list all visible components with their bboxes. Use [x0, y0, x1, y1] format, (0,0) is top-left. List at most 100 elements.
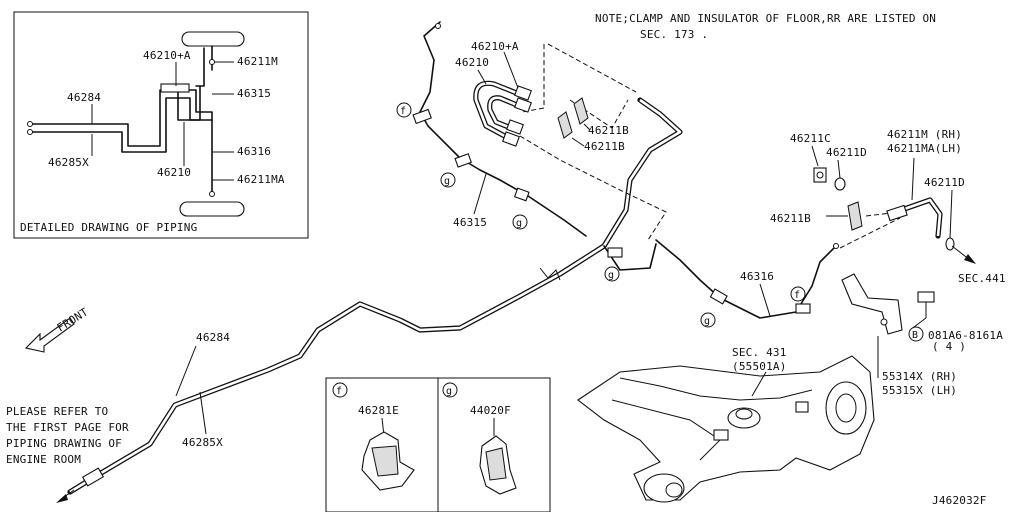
callout-g-4-text: g — [704, 316, 710, 327]
callout-f-1 — [396, 102, 412, 118]
label-55314x: 55314X (RH) — [882, 370, 957, 383]
u-pipe-inner-2 — [488, 96, 525, 132]
inset-end-2 — [27, 129, 33, 135]
callout-g-3 — [604, 266, 620, 282]
bracket-46211b-1 — [557, 111, 573, 139]
label-46211b-3: 46211B — [770, 212, 811, 225]
label-46211b-2: 46211B — [584, 140, 625, 153]
refer-line-3: PIPING DRAWING OF — [6, 437, 122, 450]
bolt-46211c-head — [816, 171, 824, 179]
member-body — [577, 355, 875, 501]
leader-sec431 — [751, 371, 767, 397]
bolt-spec-line-1: 081A6-8161A — [928, 329, 1003, 342]
label-46210: 46210 — [455, 56, 489, 69]
lower-branch — [603, 239, 839, 319]
label-46211ma-lh: 46211MA(LH) — [887, 142, 962, 155]
clip-mid — [513, 187, 530, 202]
label-46210a: 46210+A — [471, 40, 519, 53]
detail-f-letter: f — [336, 386, 342, 397]
bracket-46211b-3 — [847, 201, 863, 231]
leader-46315 — [473, 173, 487, 215]
leader-46211c — [811, 145, 819, 167]
inset-block — [160, 83, 190, 93]
inset-detail: 46210+A 46211M 46315 46284 46316 46285X … — [13, 11, 309, 239]
diagram-id: J462032F — [932, 494, 987, 507]
fitting-2 — [514, 97, 532, 113]
refer-line-1: PLEASE REFER TO — [6, 405, 108, 418]
inset-end-1 — [27, 121, 33, 127]
inset-label-46316: 46316 — [237, 145, 271, 158]
main-pipe-outer — [67, 97, 683, 495]
detail-g-circle — [442, 382, 458, 398]
hose-assembly-46210 — [473, 51, 591, 147]
inset-wheel-top — [181, 31, 245, 47]
member-bracket — [713, 429, 729, 441]
branch-link — [603, 243, 657, 271]
hose-46211m-inner — [889, 198, 942, 237]
inset-label-46211ma: 46211MA — [237, 173, 285, 186]
fitting-3 — [506, 119, 524, 135]
detail-f-circle — [332, 382, 348, 398]
label-sec431-b: (55501A) — [732, 360, 787, 373]
bracket-55314x — [841, 273, 903, 335]
leader-46211m — [911, 157, 915, 201]
detail-g-part: 44020F — [470, 404, 511, 417]
main-pipe-inner — [69, 98, 682, 494]
callout-g-1-text: g — [444, 176, 450, 187]
main-brake-pipe — [56, 97, 683, 503]
label-46211d-2: 46211D — [924, 176, 965, 189]
clip-46281e-shade — [371, 445, 399, 477]
bolt-081a6 — [917, 291, 935, 303]
label-46211b-1: 46211B — [588, 124, 629, 137]
dash-1 — [521, 44, 545, 113]
dash-5 — [839, 217, 901, 249]
callout-g-4 — [700, 312, 716, 328]
inset-pipe-c — [195, 47, 205, 87]
inset-pipe-d — [177, 85, 201, 121]
branch-46316-pipe — [655, 239, 837, 319]
bolt-spec-line-2: ( 4 ) — [932, 340, 966, 353]
inset-label-46285x: 46285X — [48, 156, 89, 169]
label-46285x: 46285X — [182, 436, 223, 449]
washer-46211d-2 — [945, 237, 955, 251]
hose-fitting — [886, 204, 908, 222]
inset-frame — [13, 11, 309, 239]
leader-46285x — [199, 391, 207, 435]
label-sec431-a: SEC. 431 — [732, 346, 787, 359]
inset-label-46284: 46284 — [67, 91, 101, 104]
clip-g-upper — [454, 153, 472, 168]
leader-46211d-2 — [949, 189, 953, 239]
suspension-member — [577, 355, 875, 503]
inset-caption: DETAILED DRAWING OF PIPING — [20, 221, 197, 234]
pipe-arrow-head — [56, 494, 68, 503]
member-mount-inner — [735, 408, 753, 420]
branch-46315-pipe — [419, 21, 587, 237]
label-46316: 46316 — [740, 270, 774, 283]
clip-g-lower — [709, 288, 728, 305]
fitting-1 — [514, 85, 532, 101]
leader-46210a — [503, 51, 519, 89]
callout-g-2 — [512, 214, 528, 230]
inset-end-4 — [209, 59, 215, 65]
label-46284: 46284 — [196, 331, 230, 344]
inset-label-46315: 46315 — [237, 87, 271, 100]
callout-g-3-text: g — [608, 270, 614, 281]
u-pipe-inner-1 — [474, 82, 525, 142]
callout-g-1 — [440, 172, 456, 188]
callout-g-2-text: g — [516, 218, 522, 229]
label-46211d: 46211D — [826, 146, 867, 159]
member-bushing-inner — [665, 482, 683, 498]
member-bracket-2 — [795, 401, 809, 413]
note-line-2: SEC. 173 . — [640, 28, 708, 41]
label-sec441: SEC.441 — [958, 272, 1006, 285]
detail-boxes: f 46281E g 44020F — [325, 377, 551, 512]
label-46211m-rh: 46211M (RH) — [887, 128, 962, 141]
inset-wheel-bottom — [179, 201, 245, 217]
dash-3 — [519, 135, 667, 241]
branch-end-2 — [833, 243, 839, 249]
callout-f-1-text: f — [400, 106, 406, 117]
clip-f-lower — [795, 303, 811, 314]
fitting-4 — [502, 131, 520, 147]
leader-46316 — [759, 283, 771, 317]
label-55315x: 55315X (LH) — [882, 384, 957, 397]
